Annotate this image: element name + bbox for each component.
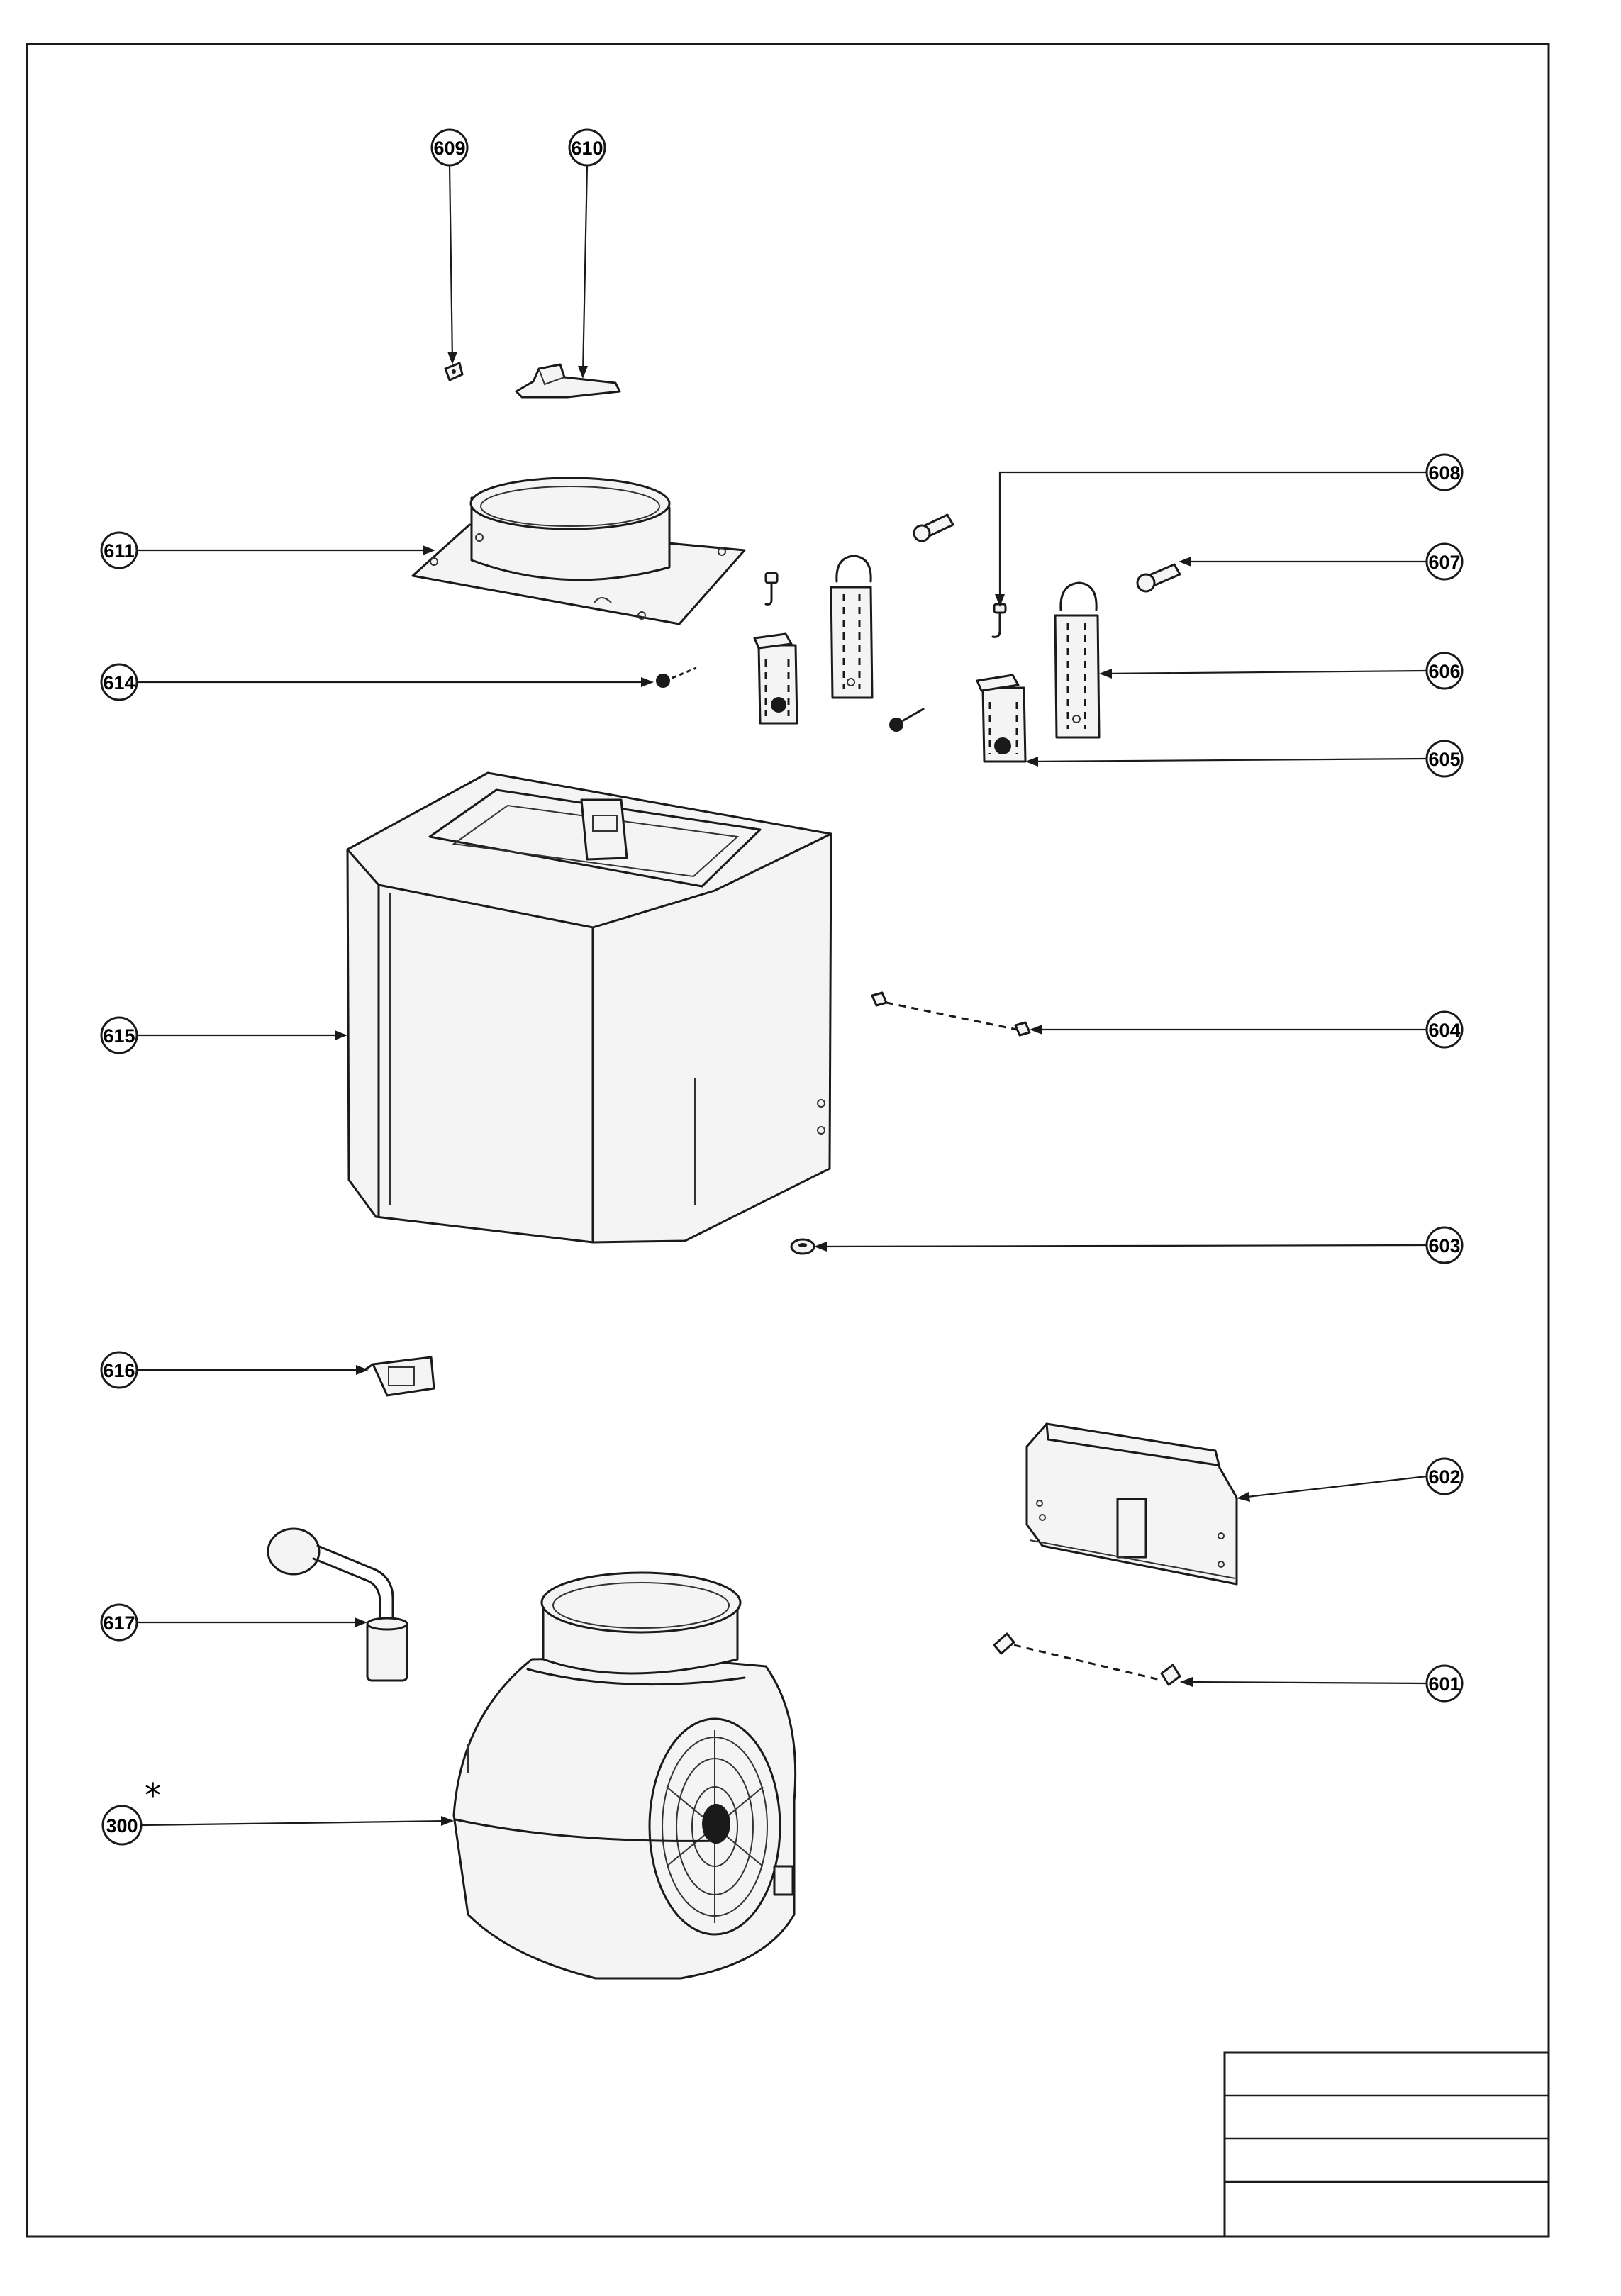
part-606-hanger-right (1054, 581, 1101, 739)
part-605-bracket-right (976, 674, 1027, 763)
part-610-bracket (515, 363, 621, 399)
callout-615[interactable]: 615 (100, 1016, 347, 1054)
callout-615-label: 615 (103, 1025, 135, 1047)
part-602-cover-plate (1025, 1422, 1238, 1586)
callout-608-label: 608 (1428, 462, 1460, 484)
part-617-capacitor (267, 1527, 408, 1682)
callout-603[interactable]: 603 (814, 1226, 1464, 1264)
callout-610-label: 610 (571, 138, 603, 159)
part-607-screw (1136, 563, 1181, 593)
callout-605-label: 605 (1428, 749, 1460, 770)
callout-614-label: 614 (103, 672, 135, 693)
callout-607[interactable]: 607 (1179, 542, 1464, 581)
part-615-housing (346, 771, 832, 1244)
callout-603-label: 603 (1428, 1235, 1460, 1256)
part-611-flange-collar (411, 477, 746, 625)
part-606-hanger-left (830, 555, 874, 699)
part-hook-left (764, 572, 779, 606)
callout-608[interactable]: 608 (995, 453, 1464, 607)
callout-604-label: 604 (1428, 1020, 1460, 1041)
callout-609[interactable]: 609 (430, 128, 469, 364)
title-block (1223, 2051, 1550, 2238)
callout-300[interactable]: 300 * (101, 1776, 454, 1846)
part-601-fasteners (993, 1632, 1181, 1686)
callout-611[interactable]: 611 (100, 531, 435, 569)
part-603-grommet (790, 1238, 815, 1255)
callout-601[interactable]: 601 (1180, 1664, 1464, 1703)
callout-616-label: 616 (103, 1360, 135, 1381)
asterisk-marker: * (145, 1776, 161, 1815)
part-screw-middle (889, 708, 925, 732)
callout-617-label: 617 (103, 1612, 135, 1634)
part-screw-upper (913, 513, 954, 542)
callout-602-label: 602 (1428, 1466, 1460, 1488)
part-605-bracket-left (753, 632, 798, 725)
callout-606-label: 606 (1428, 661, 1460, 682)
callout-606[interactable]: 606 (1099, 652, 1464, 690)
callout-300-label: 300 (106, 1815, 138, 1837)
part-300-blower-motor (452, 1571, 797, 1980)
part-614-screw (656, 667, 697, 688)
callout-602[interactable]: 602 (1237, 1457, 1464, 1502)
part-616-clip (363, 1356, 435, 1397)
callout-604[interactable]: 604 (1030, 1010, 1464, 1049)
callout-614[interactable]: 614 (100, 663, 654, 701)
callout-609-label: 609 (433, 138, 465, 159)
callout-616[interactable]: 616 (100, 1351, 369, 1389)
callout-601-label: 601 (1428, 1673, 1460, 1695)
part-609-clip (444, 362, 464, 381)
drawing-frame (26, 43, 1550, 2238)
callout-605[interactable]: 605 (1025, 740, 1464, 778)
callout-617[interactable]: 617 (100, 1603, 367, 1642)
part-608-hook (991, 603, 1007, 638)
part-604-screws (871, 991, 1031, 1037)
callout-607-label: 607 (1428, 552, 1460, 573)
callout-611-label: 611 (104, 540, 135, 562)
callout-610[interactable]: 610 (568, 128, 606, 379)
